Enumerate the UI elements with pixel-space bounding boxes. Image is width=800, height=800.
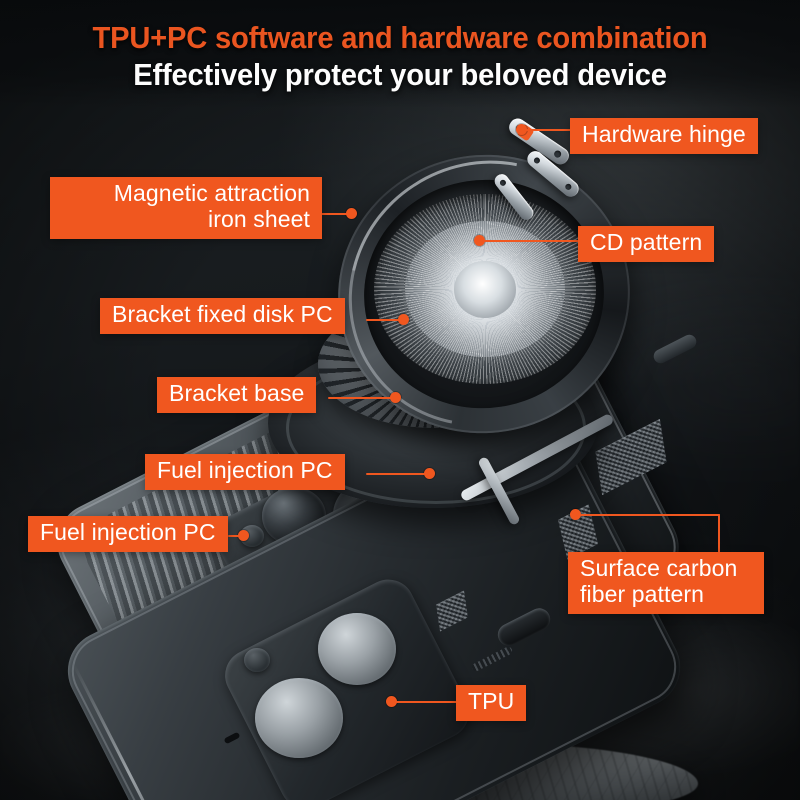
callout-bracket-fixed-disk-pc[interactable]: Bracket fixed disk PC xyxy=(100,298,345,334)
callout-line-carbon-fiber-vert xyxy=(718,514,720,554)
callout-magnetic-attraction-iron-sheet[interactable]: Magnetic attraction iron sheet xyxy=(50,177,322,239)
hinge-hole-c xyxy=(532,156,542,165)
callout-line-bracket-disk xyxy=(366,319,402,321)
callout-bracket-base[interactable]: Bracket base xyxy=(157,377,317,413)
camera-lens-lower-1 xyxy=(318,613,396,685)
cd-pattern-disk xyxy=(374,194,596,384)
hinge-hole-e xyxy=(498,178,508,188)
hinge-hole-b xyxy=(552,149,563,159)
callout-dot-magnetic-sheet xyxy=(346,208,357,219)
callout-line-magnetic-sheet xyxy=(300,213,350,215)
callout-dot-carbon-fiber xyxy=(570,509,581,520)
callout-line-fuel-injection-lower xyxy=(228,535,244,537)
callout-dot-cd-pattern xyxy=(474,235,485,246)
headline-primary: TPU+PC software and hardware combination xyxy=(92,20,708,55)
header-scrim xyxy=(0,0,800,108)
hinge-hole-d xyxy=(564,182,573,192)
camera-flash-lower xyxy=(244,648,270,672)
callout-line-bracket-base xyxy=(328,397,394,399)
callout-hardware-hinge[interactable]: Hardware hinge xyxy=(570,118,758,154)
callout-line-cd-pattern xyxy=(482,240,580,242)
callout-dot-bracket-disk xyxy=(398,314,409,325)
callout-line-carbon-fiber-horz xyxy=(576,514,720,516)
callout-surface-carbon-fiber-pattern[interactable]: Surface carbon fiber pattern xyxy=(568,552,764,614)
callout-dot-fuel-injection-upper xyxy=(424,468,435,479)
callout-fuel-injection-pc-upper[interactable]: Fuel injection PC xyxy=(145,454,345,490)
camera-lens-lower-2 xyxy=(255,678,343,758)
callout-dot-tpu xyxy=(386,696,397,707)
cd-pattern-core xyxy=(453,260,517,318)
callout-line-hardware-hinge xyxy=(524,129,572,131)
callout-fuel-injection-pc-lower[interactable]: Fuel injection PC xyxy=(28,516,228,552)
callout-cd-pattern[interactable]: CD pattern xyxy=(578,226,715,262)
callout-dot-hardware-hinge xyxy=(516,124,527,135)
callout-tpu[interactable]: TPU xyxy=(456,685,527,721)
callout-dot-bracket-base xyxy=(390,392,401,403)
callout-line-tpu xyxy=(394,701,458,703)
side-button-upper xyxy=(651,332,699,366)
callout-line-fuel-injection-upper xyxy=(366,473,428,475)
headline-secondary: Effectively protect your beloved device xyxy=(133,57,667,92)
